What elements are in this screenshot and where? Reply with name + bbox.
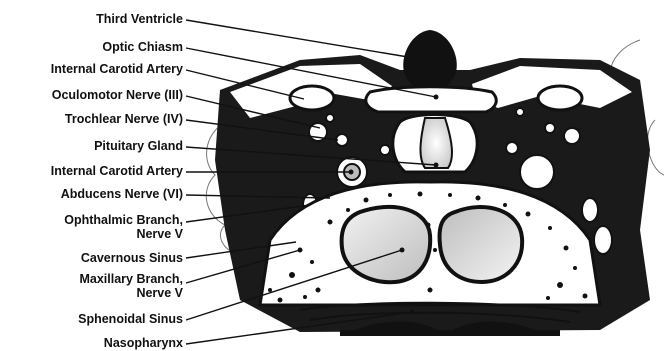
label-ophthalmic-branch: Ophthalmic Branch, (64, 213, 183, 227)
sphenoidal-sinus-right (440, 207, 523, 282)
label-ophthalmic-branch-line2: Nerve V (136, 227, 183, 241)
label-pituitary-gland: Pituitary Gland (94, 139, 183, 153)
optic-chiasm (366, 87, 496, 112)
third-ventricle (403, 30, 457, 90)
internal-carotid-artery-upper-right (538, 86, 582, 110)
pituitary-stalk (420, 118, 452, 168)
label-trochlear-nerve: Trochlear Nerve (IV) (65, 112, 183, 126)
label-oculomotor-nerve: Oculomotor Nerve (III) (52, 88, 183, 102)
label-third-ventricle: Third Ventricle (96, 12, 183, 26)
label-optic-chiasm: Optic Chiasm (102, 40, 183, 54)
label-abducens-nerve: Abducens Nerve (VI) (61, 187, 183, 201)
label-internal-carotid-artery-lower: Internal Carotid Artery (51, 164, 183, 178)
sphenoidal-sinus-left (342, 207, 431, 282)
label-nasopharynx: Nasopharynx (104, 336, 183, 350)
label-maxillary-branch-line2: Nerve V (136, 286, 183, 300)
label-maxillary-branch: Maxillary Branch, (79, 272, 183, 286)
label-cavernous-sinus: Cavernous Sinus (81, 251, 183, 265)
label-internal-carotid-artery-upper: Internal Carotid Artery (51, 62, 183, 76)
label-sphenoidal-sinus: Sphenoidal Sinus (78, 312, 183, 326)
internal-carotid-artery-upper-left (290, 86, 334, 110)
